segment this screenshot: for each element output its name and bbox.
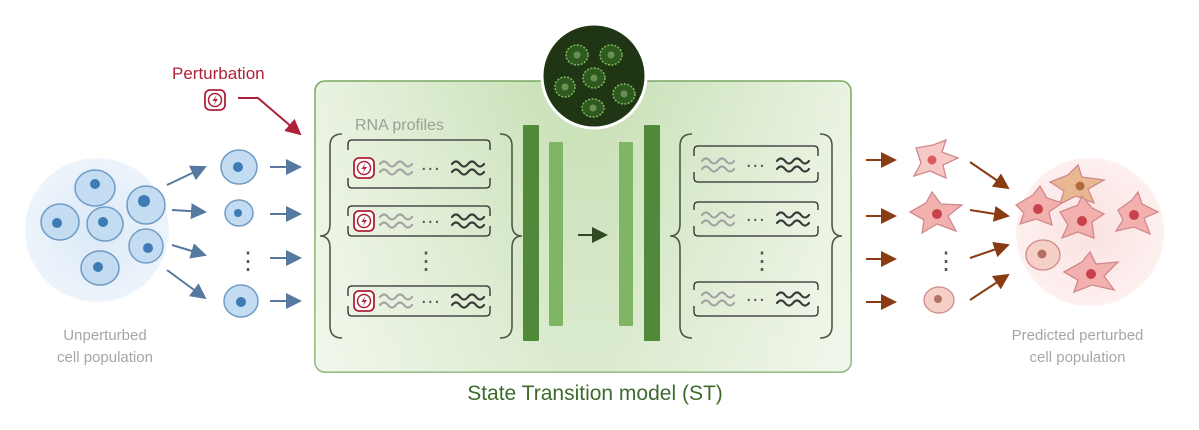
- vertical-ellipsis: ⋮: [934, 248, 959, 275]
- output-brace: [669, 133, 843, 339]
- input-brace: [319, 133, 523, 339]
- row-ellipsis: ...: [746, 204, 766, 226]
- input-wave-icons: [378, 160, 486, 309]
- vertical-ellipsis: ⋮: [236, 248, 261, 275]
- vertical-ellipsis: ⋮: [750, 248, 775, 275]
- output-arrows: [866, 152, 897, 310]
- input-arrows: [270, 159, 302, 309]
- output-wave-icons: [700, 157, 811, 307]
- output-rna-rows: [693, 145, 819, 317]
- perturbation-arrow: [238, 97, 302, 136]
- predicted-population: [1014, 158, 1164, 306]
- st-model-box: [314, 80, 852, 373]
- perturbation-lightning-icon: [204, 89, 226, 111]
- output-merge-arrows: [969, 161, 1010, 301]
- predicted-caption: Predicted perturbed cell population: [995, 325, 1160, 369]
- perturbation-label: Perturbation: [172, 64, 265, 83]
- vertical-ellipsis: ⋮: [414, 248, 439, 275]
- row-ellipsis: ...: [421, 206, 441, 228]
- row-ellipsis: ...: [746, 150, 766, 172]
- input-split-arrows: [166, 165, 207, 300]
- input-cells: [220, 149, 259, 318]
- predicted-caption-line2: cell population: [1029, 349, 1126, 366]
- microscopy-inset: [540, 22, 648, 130]
- unperturbed-caption-line2: cell population: [57, 349, 153, 366]
- row-ellipsis: ...: [421, 286, 441, 308]
- input-rna-rows: [347, 139, 491, 317]
- output-cells: [908, 138, 964, 314]
- unperturbed-population: [25, 158, 169, 302]
- row-lightning-icons: [353, 157, 375, 312]
- model-title: State Transition model (ST): [467, 382, 723, 405]
- rna-profiles-label: RNA profiles: [355, 117, 444, 134]
- row-ellipsis: ...: [421, 153, 441, 175]
- predicted-caption-line1: Predicted perturbed: [1011, 327, 1144, 344]
- row-ellipsis: ...: [746, 284, 766, 306]
- unperturbed-caption: Unperturbed cell population: [20, 325, 190, 369]
- model-layers: [523, 125, 660, 341]
- unperturbed-caption-line1: Unperturbed: [63, 327, 147, 344]
